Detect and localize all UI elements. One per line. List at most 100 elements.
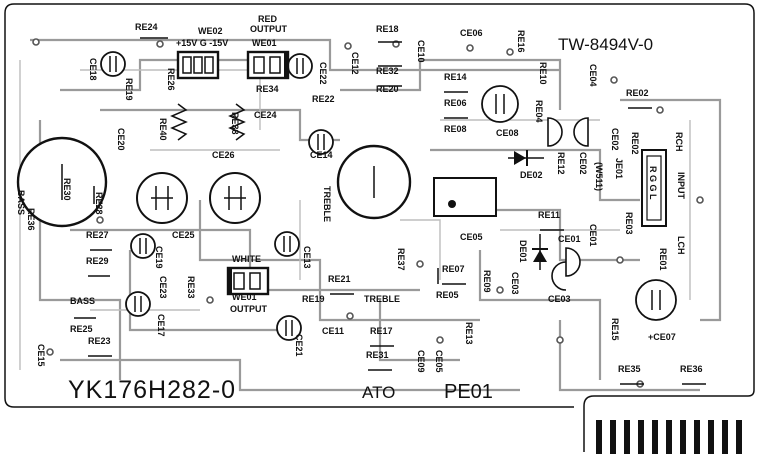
label-rggl: R G G L: [648, 166, 658, 200]
label-ce14: CE14: [310, 150, 333, 160]
edge-connector: [596, 420, 742, 454]
label-re36a: RE36: [26, 208, 36, 231]
label-re11: RE11: [538, 210, 560, 220]
potentiometer-treble: [336, 144, 412, 220]
label-bass2: BASS: [70, 296, 95, 306]
label-re15: RE15: [610, 318, 620, 341]
label-we02: WE02: [198, 26, 223, 36]
label-rch: RCH: [674, 132, 684, 152]
label-re02: RE02: [626, 88, 649, 98]
label-ce12: CE12: [350, 52, 360, 75]
label-re24: RE24: [135, 22, 158, 32]
label-re34: RE34: [256, 84, 279, 94]
label-re27: RE27: [86, 230, 109, 240]
label-ce10: CE10: [416, 40, 426, 63]
label-we01b: WE01: [232, 292, 257, 302]
label-re03: RE03: [624, 212, 634, 235]
potentiometer-bass: [16, 136, 108, 228]
label-de01: DE01: [518, 240, 528, 263]
label-ce08: CE08: [496, 128, 519, 138]
label-ce03a: CE03: [510, 272, 520, 295]
label-lch: LCH: [676, 236, 686, 255]
label-ce05: CE05: [460, 232, 483, 242]
model-code: TW-8494V-0: [558, 35, 653, 54]
label-re17: RE17: [370, 326, 393, 336]
capacitor-ce26: [209, 172, 261, 224]
label-ce13: CE13: [302, 246, 312, 269]
label-je01: JE01: [614, 158, 624, 179]
label-re26: RE26: [166, 68, 176, 91]
label-re29: RE29: [86, 256, 109, 266]
ic-chip: [433, 177, 497, 217]
label-re18: RE18: [376, 24, 399, 34]
label-re08: RE08: [444, 124, 467, 134]
label-re28: RE28: [94, 192, 104, 215]
label-re33: RE33: [186, 276, 196, 299]
capacitor-ce25: [136, 172, 188, 224]
capacitor-ce18: [100, 51, 126, 77]
capacitor-ce19: [130, 233, 156, 259]
label-ce22: CE22: [318, 62, 328, 85]
label-ce15: CE15: [36, 344, 46, 367]
label-re36b: RE36: [680, 364, 703, 374]
label-ce17: CE17: [156, 314, 166, 337]
label-de02: DE02: [520, 170, 543, 180]
label-ce09: CE09: [416, 350, 426, 373]
label-input: INPUT: [676, 172, 686, 200]
capacitor-ce14: [308, 129, 334, 155]
label-re19a: RE19: [124, 78, 134, 101]
label-ce19: CE19: [154, 246, 164, 269]
label-ce25: CE25: [172, 230, 195, 240]
label-bass1: BASS: [16, 190, 26, 215]
label-re04: RE04: [534, 100, 544, 123]
suffix-ato: ATO: [362, 383, 395, 402]
label-treble2: TREBLE: [364, 294, 400, 304]
label-ce02b: CE02: [578, 152, 588, 175]
label-ce26: CE26: [212, 150, 235, 160]
label-ce01a: CE01: [588, 224, 598, 247]
label-white: WHITE: [232, 254, 261, 264]
label-re20: RE20: [376, 84, 399, 94]
label-re06: RE06: [444, 98, 467, 108]
solder-pads: [32, 38, 704, 388]
label-volt: +15V G -15V: [176, 38, 228, 48]
resistor-re38: [228, 103, 246, 141]
label-re31: RE31: [366, 350, 389, 360]
capacitor-ce21: [276, 315, 302, 341]
label-re01: RE01: [658, 248, 668, 271]
label-re21: RE21: [328, 274, 351, 284]
label-re12: RE12: [556, 152, 566, 175]
label-re10: RE10: [538, 62, 548, 85]
label-ce03b: CE03: [548, 294, 571, 304]
label-re13: RE13: [464, 322, 474, 345]
transistor-ce02: [547, 117, 589, 147]
diode-de02: [508, 150, 544, 166]
label-ce23: CE23: [158, 276, 168, 299]
label-ce06: CE06: [460, 28, 483, 38]
label-ce11: CE11: [322, 326, 344, 336]
resistor-re40: [170, 103, 188, 141]
label-ce21: CE21: [294, 334, 304, 357]
label-ce18: CE18: [88, 58, 98, 81]
board-outline: [4, 3, 755, 452]
label-output1: OUTPUT: [250, 24, 288, 34]
label-re38: RE38: [230, 112, 240, 135]
capacitor-ce22: [287, 53, 313, 79]
label-ce04: CE04: [588, 64, 598, 87]
capacitor-ce07: [635, 279, 677, 321]
connector-je01: [641, 149, 667, 227]
label-re07: RE07: [442, 264, 465, 274]
capacitor-ce17: [125, 291, 151, 317]
label-re23: RE23: [88, 336, 111, 346]
resistor-marks: [74, 37, 706, 385]
label-re09: RE09: [482, 270, 492, 293]
label-re35: RE35: [618, 364, 641, 374]
label-ce07: +CE07: [648, 332, 676, 342]
label-we01a: WE01: [252, 38, 277, 48]
label-re05: RE05: [436, 290, 459, 300]
label-ce20: CE20: [116, 128, 126, 151]
connector-we02: [176, 50, 220, 80]
label-re32: RE32: [376, 66, 399, 76]
